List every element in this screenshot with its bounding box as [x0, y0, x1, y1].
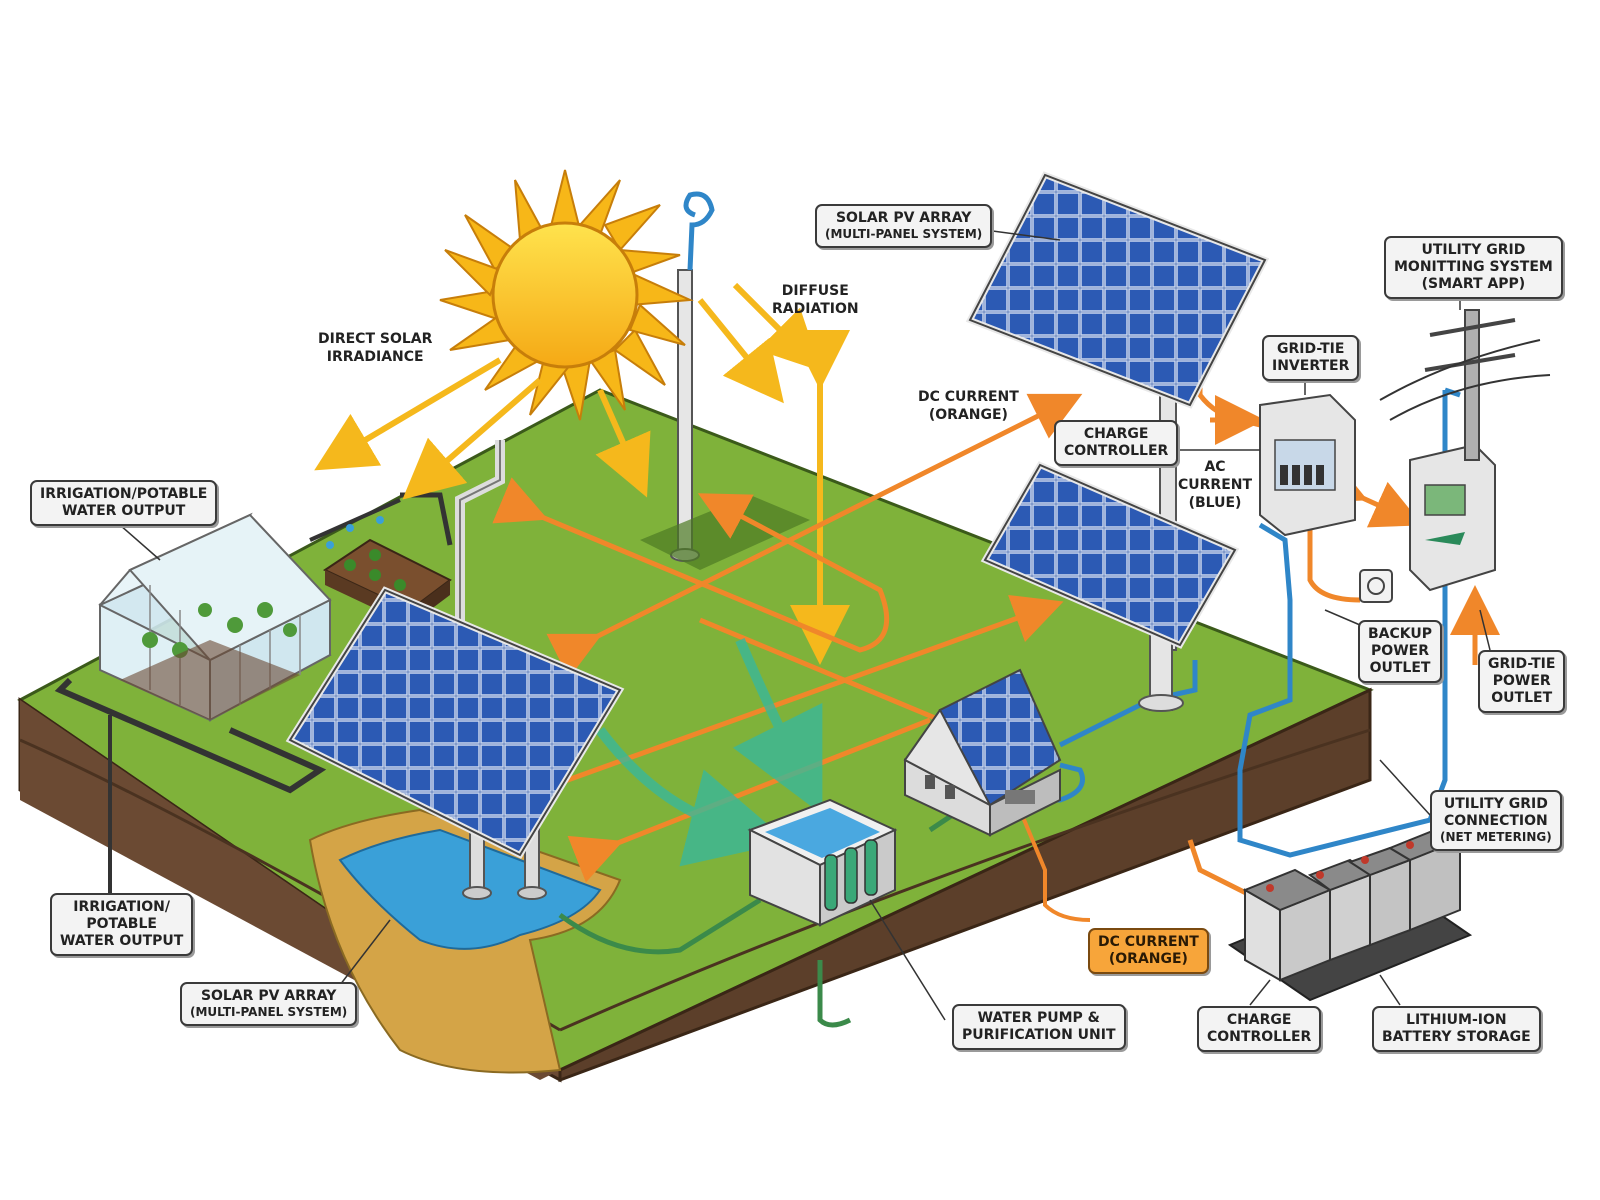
- label-irrigation-water-output-lower: IRRIGATION/ POTABLE WATER OUTPUT: [50, 893, 194, 956]
- label-irrigation-water-output-upper: IRRIGATION/POTABLE WATER OUTPUT: [30, 480, 218, 526]
- label-lithium-ion-battery-storage: LITHIUM-ION BATTERY STORAGE: [1372, 1006, 1541, 1052]
- label-charge-controller-upper: CHARGE CONTROLLER: [1054, 420, 1179, 466]
- label-utility-grid-connection: UTILITY GRID CONNECTION (NET METERING): [1430, 790, 1562, 851]
- label-grid-tie-power-outlet: GRID-TIE POWER OUTLET: [1478, 650, 1566, 713]
- greenhouse-icon: [98, 512, 332, 722]
- label-backup-power-outlet: BACKUP POWER OUTLET: [1358, 620, 1443, 683]
- label-grid-tie-inverter: GRID-TIE INVERTER: [1262, 335, 1360, 381]
- sun-icon: [439, 169, 694, 421]
- water-trench: [308, 808, 622, 1074]
- outlet-icon: [1359, 569, 1393, 603]
- label-charge-controller-lower: CHARGE CONTROLLER: [1197, 1006, 1322, 1052]
- label-direct-solar-irradiance: DIRECT SOLAR IRRADIANCE: [318, 331, 433, 365]
- smart-meter-icon: [1409, 443, 1496, 592]
- label-diffuse-radiation: DIFFUSE RADIATION: [772, 283, 859, 317]
- label-ac-current: AC CURRENT (BLUE): [1178, 459, 1253, 511]
- house-icon: [903, 668, 1062, 837]
- label-dc-current-lower: DC CURRENT (ORANGE): [1088, 928, 1209, 974]
- label-utility-grid-monitoring: UTILITY GRID MONITTING SYSTEM (SMART APP…: [1384, 236, 1563, 299]
- inverter-icon: [1259, 393, 1356, 537]
- label-dc-current-upper: DC CURRENT (ORANGE): [918, 389, 1019, 423]
- water-flow-arrows: [596, 638, 823, 867]
- solar-panel-icon-middle: [980, 461, 1240, 712]
- solar-panel-icon-lower: [285, 586, 625, 900]
- label-solar-pv-array-top: SOLAR PV ARRAY (MULTI-PANEL SYSTEM): [815, 204, 993, 248]
- label-water-pump-purification: WATER PUMP & PURIFICATION UNIT: [952, 1004, 1126, 1050]
- water-tank-icon: [747, 798, 898, 927]
- utility-pole-icon: [1379, 309, 1551, 461]
- battery-icon: [1227, 826, 1473, 1002]
- label-solar-pv-array-bottom: SOLAR PV ARRAY (MULTI-PANEL SYSTEM): [180, 982, 358, 1026]
- leader-lines: [109, 229, 1491, 1021]
